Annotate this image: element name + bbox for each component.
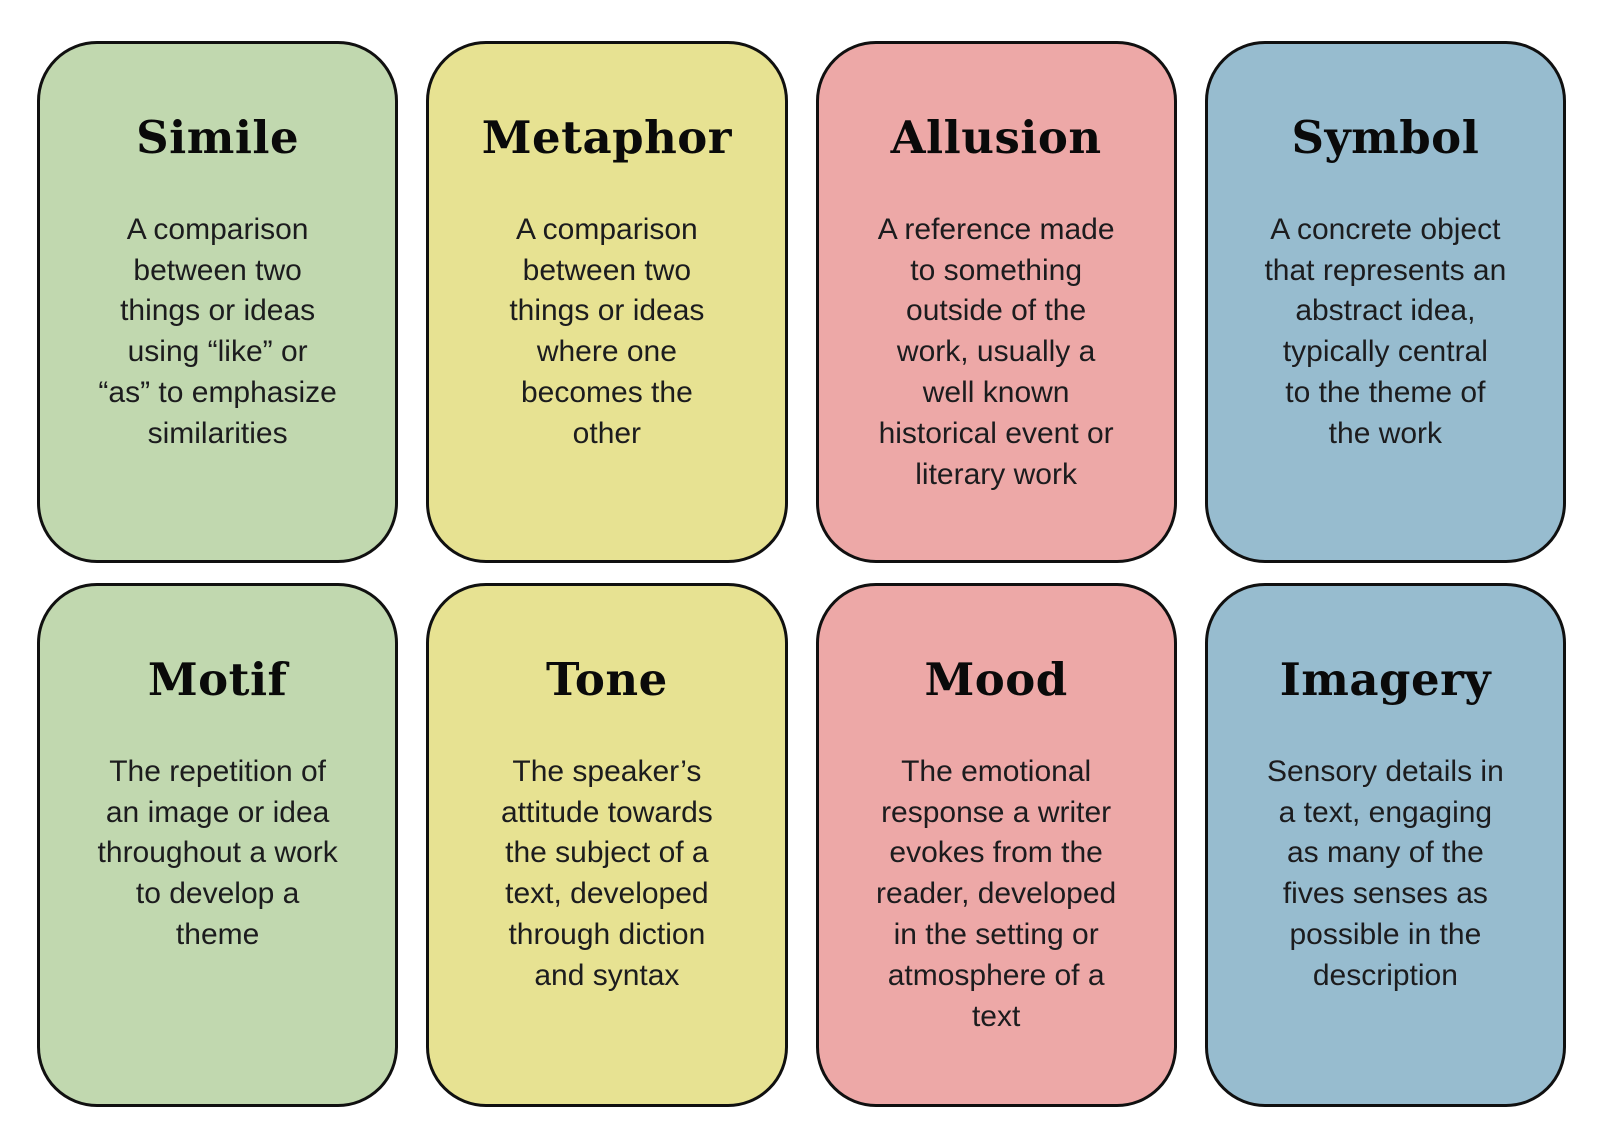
card-title-motif: Motif — [147, 653, 288, 706]
card-definition-mood: The emotional response a writer evokes f… — [876, 754, 1117, 1033]
card-definition-metaphor: A comparison between two things or ideas… — [509, 212, 705, 450]
card-definition-simile: A comparison between two things or ideas… — [98, 212, 337, 450]
card-title-symbol: Symbol — [1291, 111, 1480, 164]
card-definition-imagery: Sensory details in a text, engaging as m… — [1266, 754, 1504, 992]
card-definition-symbol: A concrete object that represents an abs… — [1264, 212, 1507, 450]
card-title-allusion: Allusion — [890, 111, 1102, 164]
card-metaphor: Metaphor A comparison between two things… — [426, 41, 788, 563]
card-definition-tone: The speaker’s attitude towards the subje… — [500, 754, 713, 992]
card-definition-allusion: A reference made to something outside of… — [877, 212, 1115, 491]
card-tone: Tone The speaker’s attitude towards the … — [426, 583, 788, 1107]
card-title-tone: Tone — [546, 653, 668, 706]
card-definition-motif: The repetition of an image or idea throu… — [97, 754, 338, 951]
card-title-mood: Mood — [924, 653, 1068, 706]
card-allusion: Allusion A reference made to something o… — [815, 41, 1177, 563]
card-title-imagery: Imagery — [1279, 653, 1492, 706]
card-simile: Simile A comparison between two things o… — [37, 41, 399, 563]
card-symbol: Symbol A concrete object that represents… — [1204, 41, 1566, 563]
card-title-metaphor: Metaphor — [481, 111, 733, 164]
card-imagery: Imagery Sensory details in a text, engag… — [1204, 583, 1566, 1107]
card-motif: Motif The repetition of an image or idea… — [37, 583, 399, 1107]
card-title-simile: Simile — [136, 111, 300, 164]
card-mood: Mood The emotional response a writer evo… — [815, 583, 1177, 1107]
